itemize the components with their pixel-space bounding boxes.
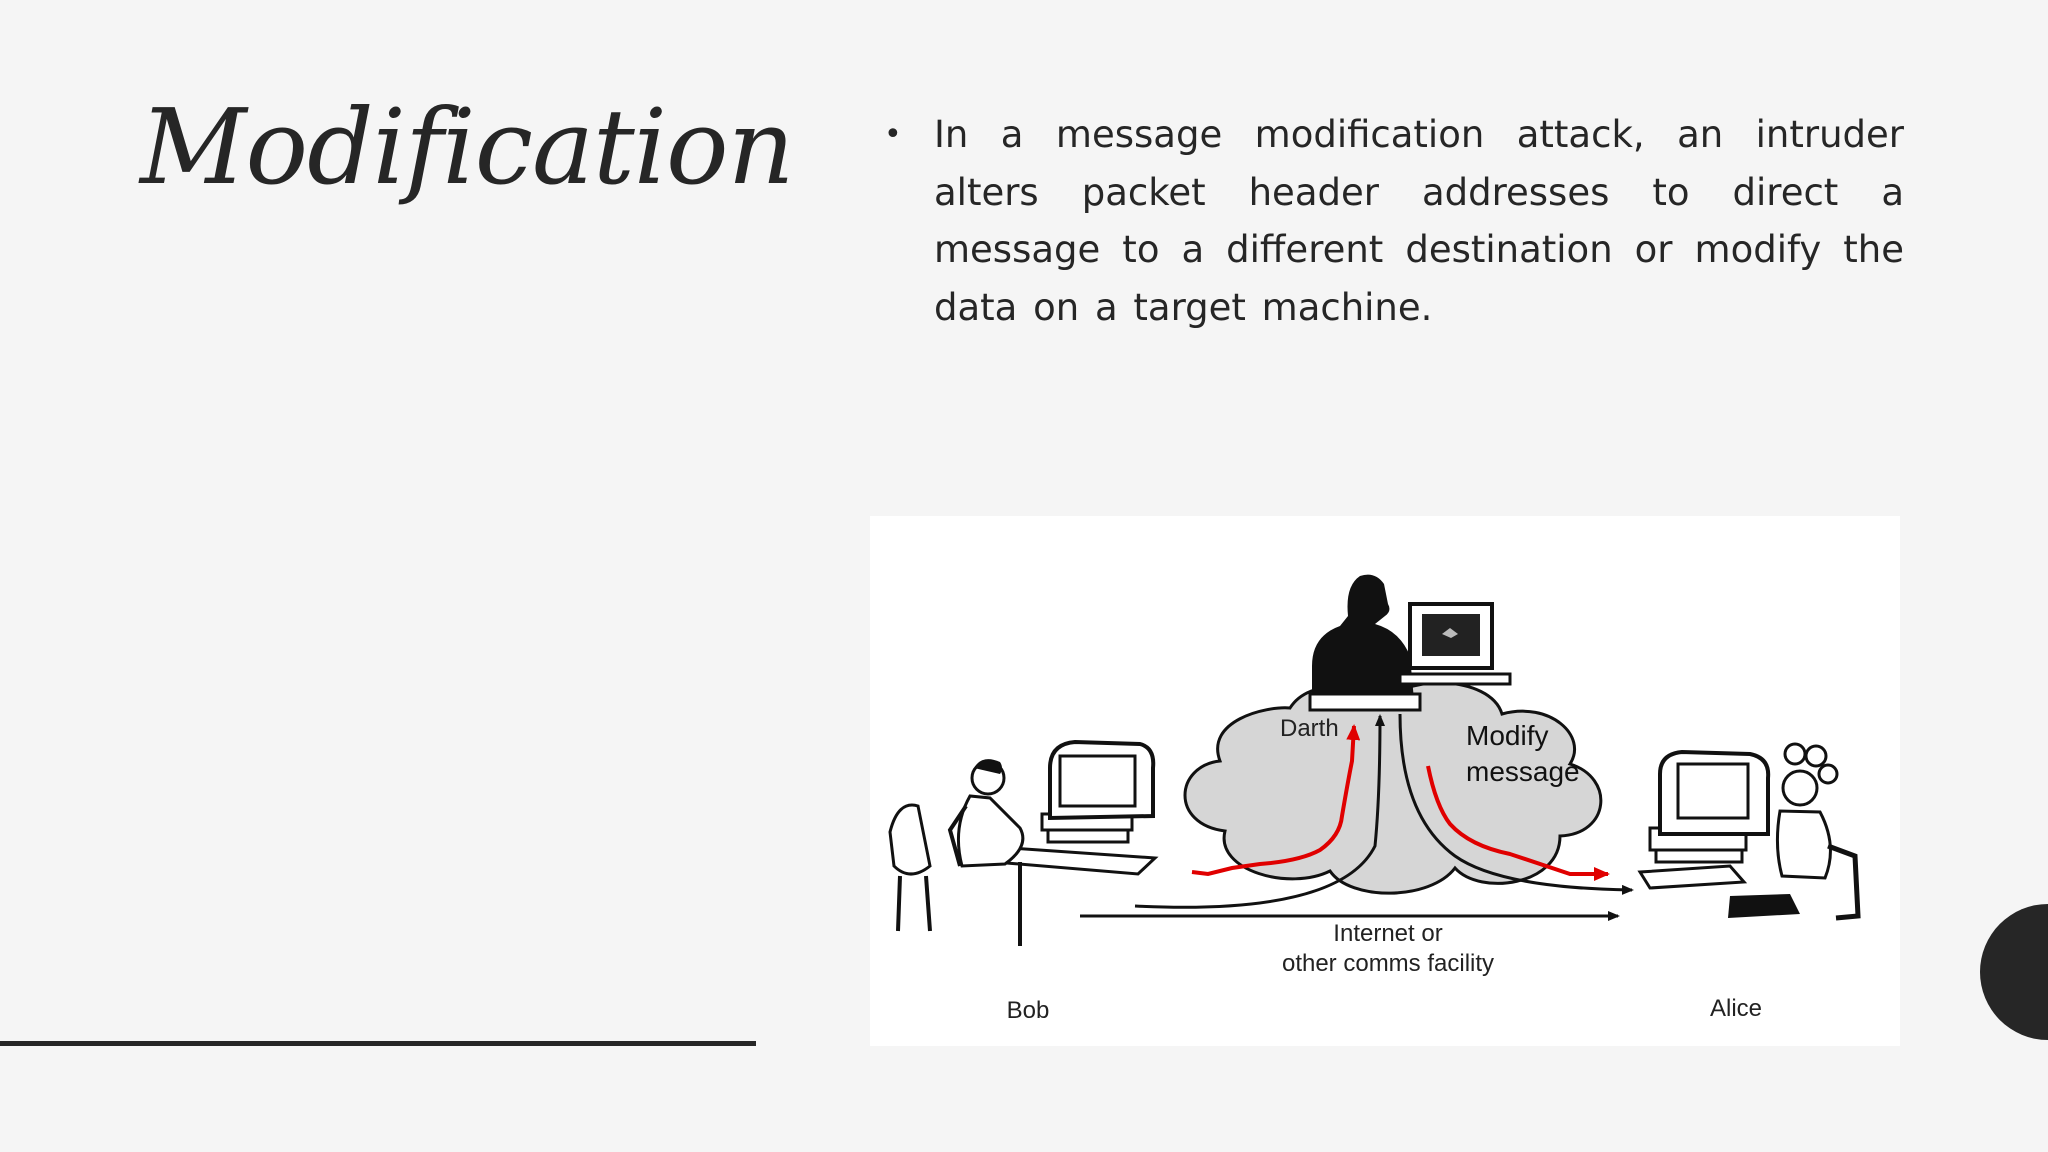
traffic-arrows — [1080, 713, 1634, 921]
alice-label: Alice — [1710, 995, 1762, 1022]
bullet-item: • In a message modification attack, an i… — [884, 106, 1904, 336]
modify-message-label-line1: Modify — [1466, 720, 1548, 751]
bob-computer-icon — [888, 739, 1159, 946]
bullet-icon: • — [884, 117, 902, 152]
modify-message-label-line2: message — [1466, 756, 1580, 787]
decorative-circle — [1980, 904, 2048, 1040]
bob-label: Bob — [1007, 997, 1050, 1024]
alice-computer-icon — [1637, 742, 1861, 921]
title-underline — [0, 1041, 756, 1046]
cloud-label-line1: Internet or — [1333, 920, 1442, 947]
slide-title: Modification — [140, 86, 795, 208]
bullet-text: In a message modification attack, an int… — [934, 113, 1904, 329]
cloud-label-line2: other comms facility — [1282, 950, 1494, 977]
darth-label: Darth — [1280, 715, 1339, 742]
modification-attack-diagram: Darth Modify message Internet or other c… — [870, 516, 1900, 1046]
attack-path — [1191, 724, 1610, 881]
darth-computer-icon — [1308, 574, 1512, 712]
bullet-list: • In a message modification attack, an i… — [884, 106, 1904, 336]
